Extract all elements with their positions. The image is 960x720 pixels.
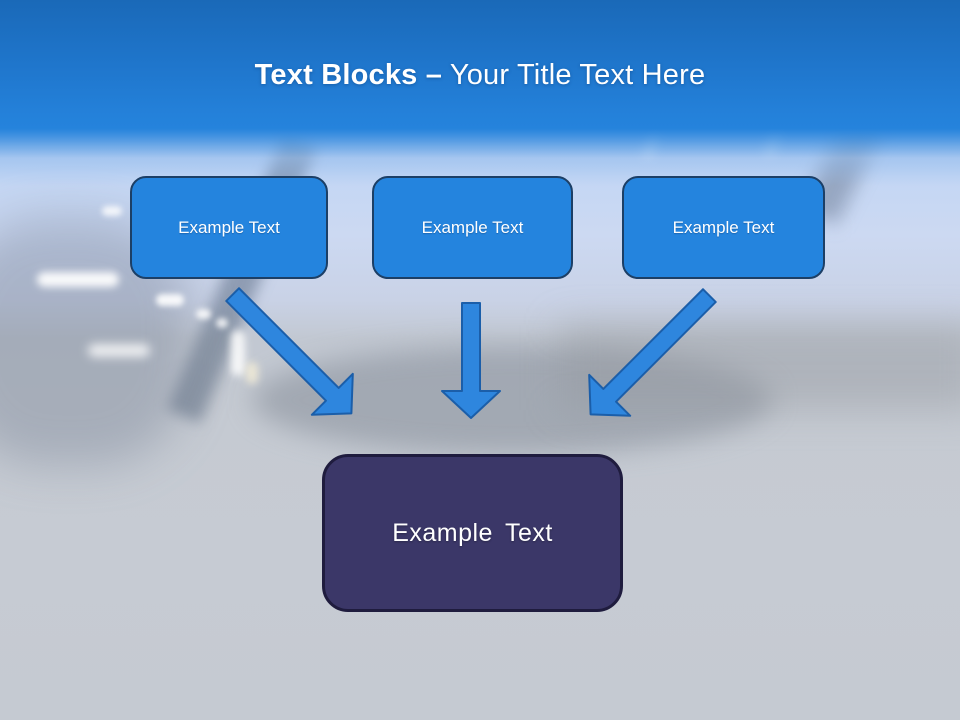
- source-block-1: Example Text: [130, 176, 328, 279]
- arrow-down-left-icon: [588, 288, 717, 417]
- bg-light-streak: [246, 362, 258, 384]
- source-block-1-label: Example Text: [178, 217, 280, 237]
- bg-light-streak: [196, 309, 211, 319]
- bg-light-streak: [231, 330, 245, 376]
- header-band: [0, 0, 960, 186]
- bg-light-streak: [156, 294, 184, 306]
- source-block-2: Example Text: [372, 176, 573, 279]
- title-bold-segment: Text Blocks: [254, 59, 418, 91]
- source-block-3-label: Example Text: [672, 217, 775, 237]
- target-block: Example Text: [322, 454, 623, 612]
- title-dash: –: [425, 59, 443, 91]
- source-block-2-label: Example Text: [421, 217, 524, 237]
- bg-light-streak: [102, 206, 122, 216]
- title-regular-segment: Your Title Text Here: [449, 59, 706, 91]
- target-block-label: Example Text: [392, 518, 553, 547]
- source-block-3: Example Text: [622, 176, 825, 279]
- arrow-down-right-icon: [225, 287, 354, 416]
- arrow-down-icon: [441, 302, 501, 419]
- bg-light-streak: [88, 344, 150, 357]
- slide-title: Text Blocks – Your Title Text Here: [0, 54, 960, 96]
- bg-light-streak: [216, 318, 228, 328]
- bg-light-streak: [37, 272, 119, 287]
